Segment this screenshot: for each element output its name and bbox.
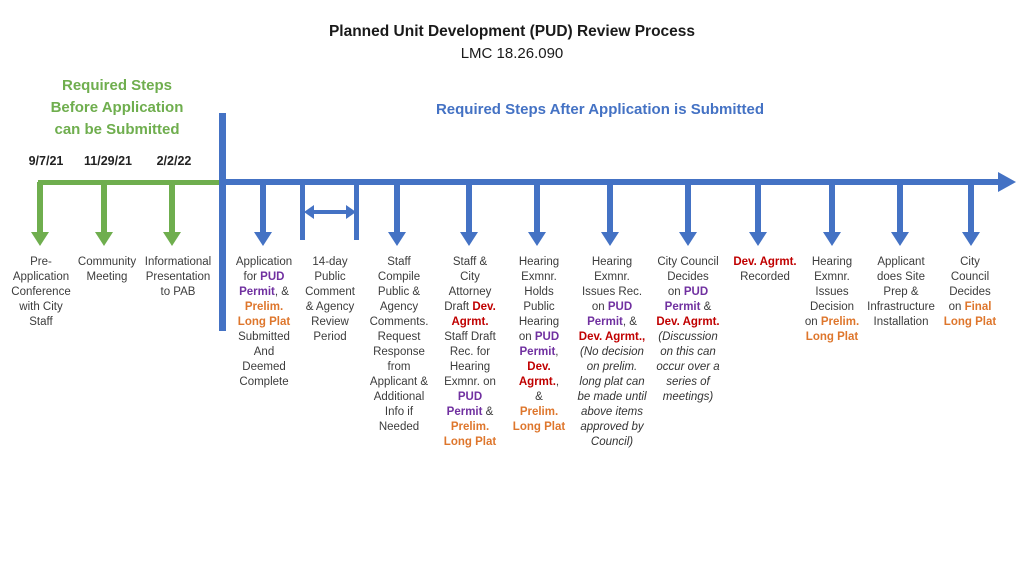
step-label-segment: Hearing Exmnr. Holds Public Hearing on bbox=[518, 256, 560, 343]
step-label-segment: Recorded bbox=[740, 271, 790, 283]
step-label-segment: 14-day Public Comment & Agency Review Pe… bbox=[305, 256, 355, 343]
step-label-segment: Prelim. Long Plat bbox=[443, 421, 497, 448]
step-label-segment: Submitted And Deemed Complete bbox=[238, 331, 290, 388]
green-down-arrow bbox=[101, 182, 107, 233]
blue-down-arrowhead-icon bbox=[601, 232, 619, 246]
step-label-segment: Hearing Exmnr. Issues Rec. on bbox=[581, 256, 643, 313]
step-label-segment: Dev. Agrmt., bbox=[578, 331, 646, 343]
blue-down-arrow bbox=[897, 182, 903, 233]
green-down-arrowhead-icon bbox=[95, 232, 113, 246]
step-label: Application for PUD Permit, & Prelim. Lo… bbox=[224, 255, 304, 390]
step-label-segment: City Council Decides on bbox=[657, 256, 719, 298]
page-subtitle: LMC 18.26.090 bbox=[460, 45, 564, 62]
step-label-segment: Dev. Agrmt. bbox=[656, 316, 720, 328]
step-label: Hearing Exmnr. Holds Public Hearing on P… bbox=[503, 255, 575, 435]
blue-down-arrow bbox=[466, 182, 472, 233]
duration-arrowhead-right-icon bbox=[346, 205, 356, 219]
blue-down-arrowhead-icon bbox=[679, 232, 697, 246]
step-label-segment: PUD Permit bbox=[519, 331, 560, 358]
blue-down-arrowhead-icon bbox=[823, 232, 841, 246]
duration-double-arrow bbox=[312, 210, 348, 214]
step-label-segment: Dev. Agrmt. bbox=[518, 361, 556, 388]
timeline-date: 2/2/22 bbox=[156, 154, 192, 168]
step-label: Community Meeting bbox=[66, 255, 148, 285]
step-label-segment: , bbox=[555, 346, 559, 358]
timeline-arrowhead-icon bbox=[998, 172, 1016, 192]
blue-down-arrowhead-icon bbox=[460, 232, 478, 246]
step-label: Hearing Exmnr. Issues Rec. on PUD Permit… bbox=[569, 255, 655, 450]
blue-down-arrow bbox=[607, 182, 613, 233]
green-down-arrowhead-icon bbox=[163, 232, 181, 246]
step-label-segment: Dev. Agrmt. bbox=[733, 256, 797, 268]
step-label-segment: & bbox=[485, 406, 494, 418]
duration-bracket-left-line bbox=[300, 182, 305, 240]
step-label-segment: Prelim. Long Plat bbox=[512, 406, 566, 433]
step-label-segment: PUD Permit bbox=[664, 286, 709, 313]
blue-down-arrow bbox=[685, 182, 691, 233]
blue-down-arrow bbox=[755, 182, 761, 233]
step-label-segment: Prelim. Long Plat bbox=[805, 316, 860, 343]
step-label: City Council Decides on PUD Permit & Dev… bbox=[646, 255, 730, 405]
step-label: Pre- Application Conference with City St… bbox=[2, 255, 80, 330]
blue-down-arrowhead-icon bbox=[749, 232, 767, 246]
timeline-date: 11/29/21 bbox=[84, 154, 132, 168]
page-title: Planned Unit Development (PUD) Review Pr… bbox=[328, 23, 696, 40]
step-label-segment: Hearing Exmnr. Issues Decision on bbox=[804, 256, 855, 328]
step-label: Dev. Agrmt. Recorded bbox=[725, 255, 805, 285]
blue-down-arrow bbox=[394, 182, 400, 233]
green-down-arrowhead-icon bbox=[31, 232, 49, 246]
blue-down-arrowhead-icon bbox=[254, 232, 272, 246]
step-label-segment: Prelim. Long Plat bbox=[237, 301, 291, 328]
blue-down-arrowhead-icon bbox=[528, 232, 546, 246]
step-label: Staff & City Attorney Draft Dev. Agrmt. … bbox=[431, 255, 509, 450]
timeline-date: 9/7/21 bbox=[28, 154, 64, 168]
step-label-segment: Applicant does Site Prep & Infrastructur… bbox=[867, 256, 935, 328]
step-label: Staff Compile Public & Agency Comments. … bbox=[359, 255, 439, 435]
step-label-segment: , & bbox=[274, 286, 289, 298]
step-label-segment: , & bbox=[622, 316, 637, 328]
before-timeline-bar bbox=[38, 180, 222, 185]
duration-bracket-right-line bbox=[354, 182, 359, 240]
duration-arrowhead-left-icon bbox=[304, 205, 314, 219]
blue-down-arrowhead-icon bbox=[962, 232, 980, 246]
step-label-segment: (Discussion on this can occur over a ser… bbox=[656, 331, 720, 403]
green-down-arrow bbox=[169, 182, 175, 233]
after-section-heading: Required Steps After Application is Subm… bbox=[435, 101, 765, 118]
step-label-segment: PUD Permit bbox=[587, 301, 633, 328]
blue-down-arrow bbox=[260, 182, 266, 233]
blue-down-arrow bbox=[829, 182, 835, 233]
step-label: Hearing Exmnr. Issues Decision on Prelim… bbox=[796, 255, 868, 345]
before-section-heading: Required Steps Before Application can be… bbox=[50, 77, 184, 138]
step-label-segment: Staff Compile Public & Agency Comments. … bbox=[369, 256, 429, 433]
step-label-segment: Pre- Application Conference with City St… bbox=[11, 256, 71, 328]
step-label-segment: City Council Decides on bbox=[948, 256, 991, 313]
step-label-segment: Staff Draft Rec. for Hearing Exmnr. on bbox=[444, 331, 496, 388]
step-label: 14-day Public Comment & Agency Review Pe… bbox=[297, 255, 363, 345]
step-label: Applicant does Site Prep & Infrastructur… bbox=[854, 255, 948, 330]
step-label: Informational Presentation to PAB bbox=[132, 255, 224, 300]
step-label-segment: & bbox=[703, 301, 712, 313]
blue-down-arrow bbox=[534, 182, 540, 233]
green-down-arrow bbox=[37, 182, 43, 233]
step-label-segment: PUD Permit bbox=[239, 271, 285, 298]
blue-down-arrowhead-icon bbox=[388, 232, 406, 246]
step-label-segment: , & bbox=[535, 376, 560, 403]
step-label-segment: Final Long Plat bbox=[943, 301, 997, 328]
blue-down-arrow bbox=[968, 182, 974, 233]
step-label-segment: Application for bbox=[235, 256, 293, 283]
blue-down-arrowhead-icon bbox=[891, 232, 909, 246]
step-label-segment: Staff & City Attorney Draft bbox=[444, 256, 492, 313]
step-label: City Council Decides on Final Long Plat bbox=[934, 255, 1006, 330]
section-divider-line bbox=[219, 113, 226, 331]
step-label-segment: Informational Presentation to PAB bbox=[144, 256, 212, 298]
step-label-segment: PUD Permit bbox=[446, 391, 483, 418]
step-label-segment: (No decision on prelim. long plat can be… bbox=[577, 346, 647, 448]
step-label-segment: Dev. Agrmt. bbox=[451, 301, 496, 328]
step-label-segment: Community Meeting bbox=[77, 256, 137, 283]
